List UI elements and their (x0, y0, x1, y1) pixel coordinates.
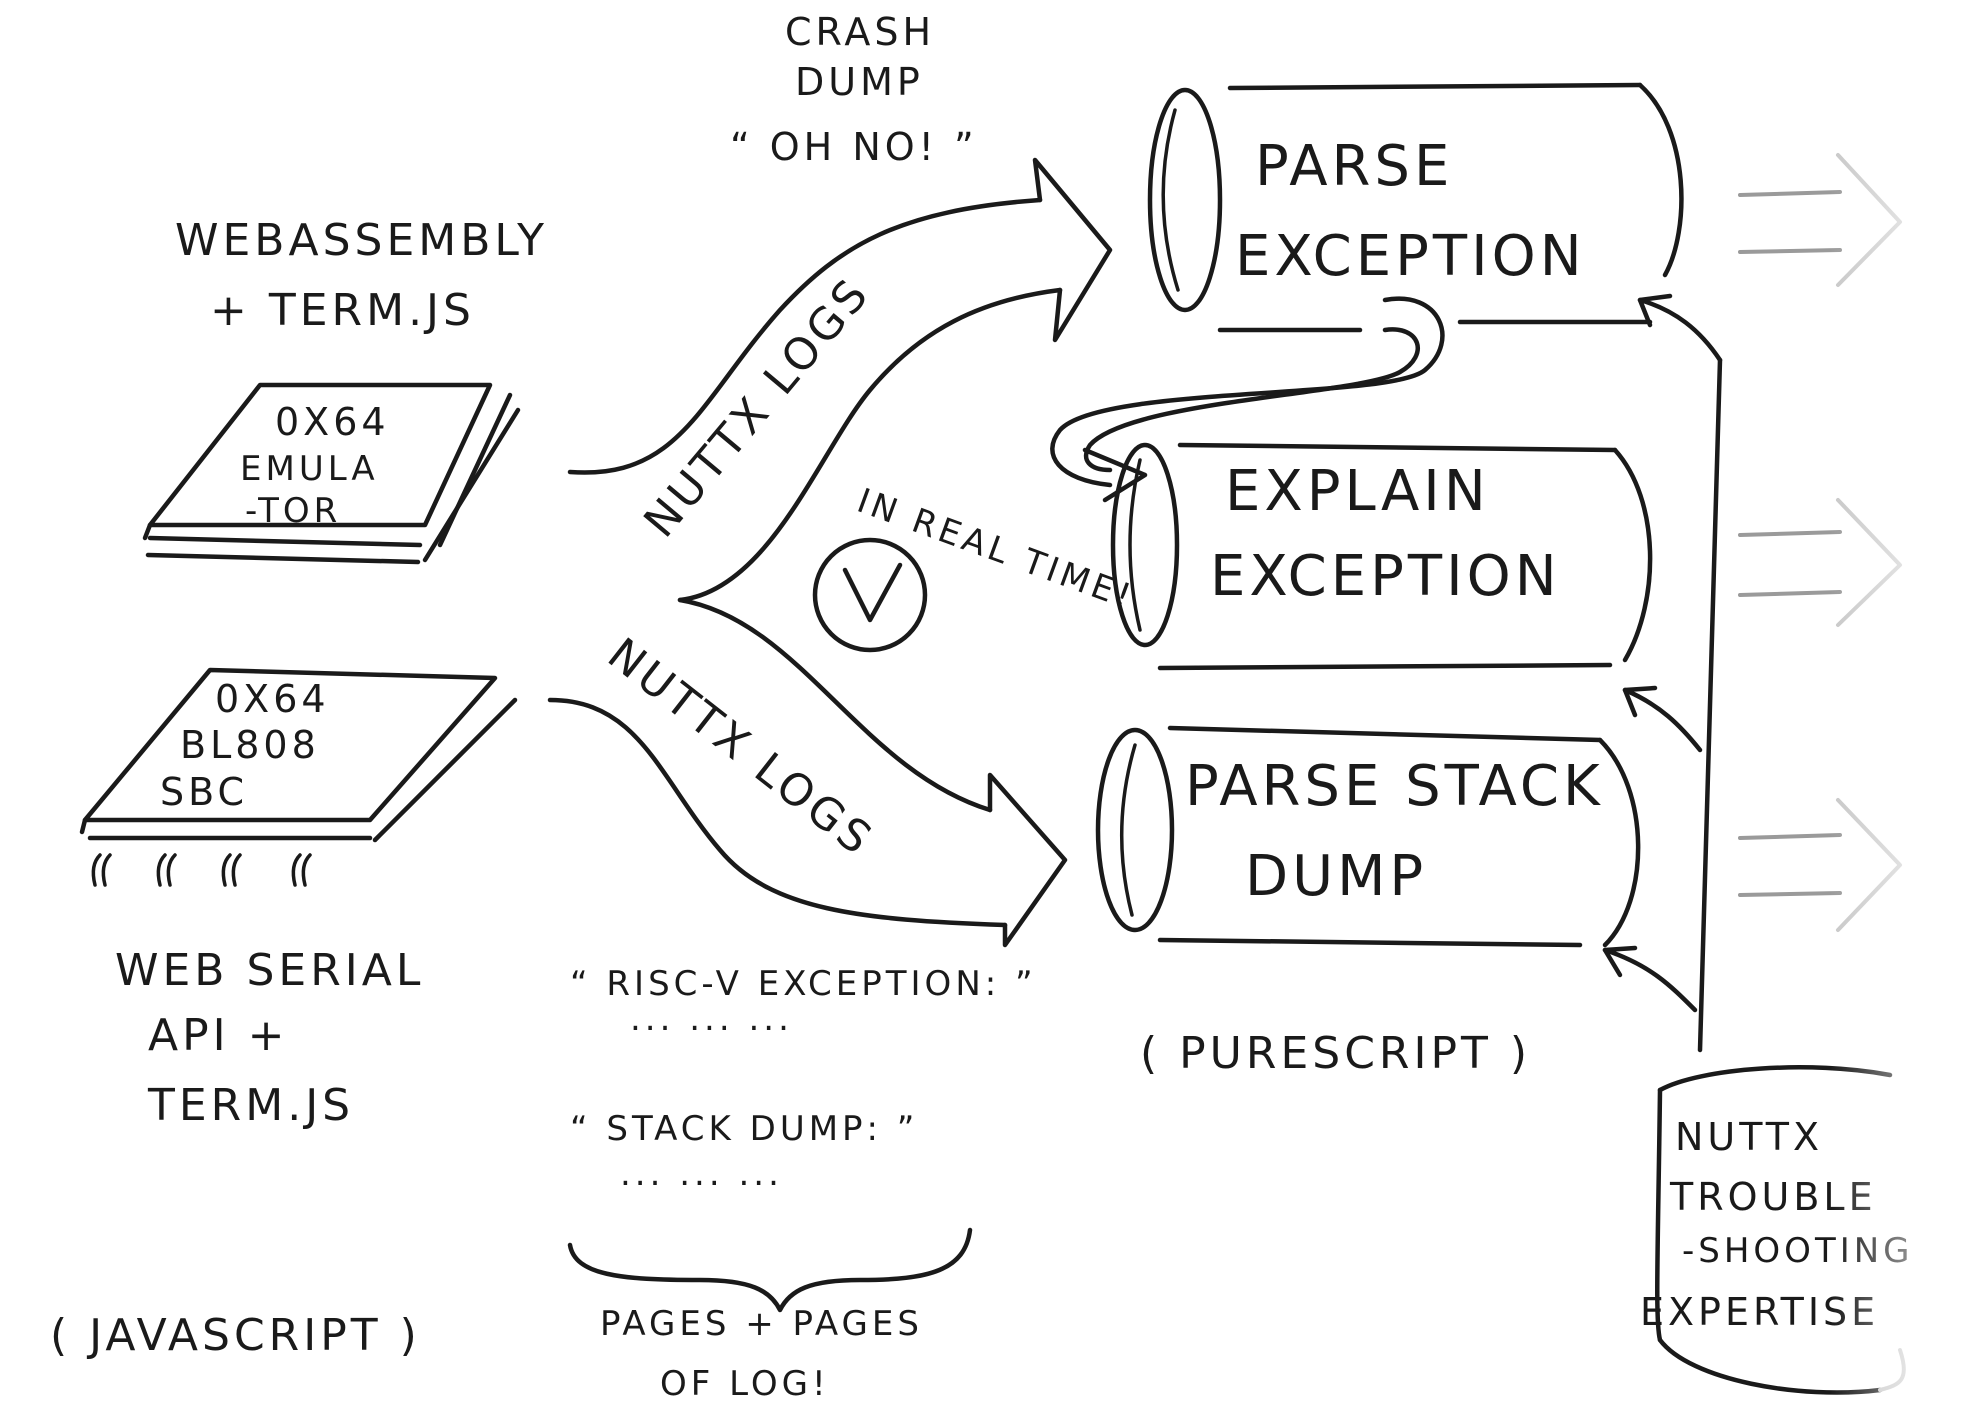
emulator-line-3: -TOR (245, 491, 341, 531)
right-edge-fade (1830, 0, 1988, 1418)
web-serial-line-2: API + (148, 1010, 288, 1061)
nuttx-logs-arrow-bottom: NUTTX LOGS (547, 597, 1068, 948)
parse-exception-line-1: PARSE (1255, 134, 1453, 199)
chip-board-icon (142, 382, 521, 565)
crash-dump-line-2: DUMP (795, 60, 924, 104)
webassembly-label: WEBASSEMBLY + TERM.JS (175, 215, 548, 336)
parse-stack-dump-cylinder: PARSE STACK DUMP (1095, 725, 1641, 948)
sbc-line-3: SBC (160, 770, 248, 814)
chip-board-icon (79, 667, 518, 887)
crash-dump-line-1: CRASH (785, 10, 935, 54)
nuttx-logs-top-text: NUTTX LOGS (634, 268, 880, 547)
purescript-label: ( PURESCRIPT ) (1140, 1028, 1531, 1079)
clock-icon (812, 537, 928, 653)
explain-exception-line-1: EXPLAIN (1225, 459, 1490, 524)
web-serial-line-3: TERM.JS (147, 1080, 354, 1131)
sbc-board: 0X64 BL808 SBC (79, 667, 518, 887)
risc-v-exception-quote: “ RISC-V EXCEPTION: ” (570, 964, 1037, 1004)
parse-stack-dump-line-1: PARSE STACK (1185, 754, 1604, 819)
explain-exception-line-2: EXCEPTION (1210, 544, 1561, 609)
nuttx-logs-bottom-text: NUTTX LOGS (598, 628, 883, 866)
parse-exception-cylinder: PARSE EXCEPTION (1147, 82, 1684, 333)
pages-line-1: PAGES + PAGES (600, 1304, 923, 1344)
emulator-line-1: 0X64 (275, 400, 390, 444)
troubleshoot-line-1: NUTTX (1675, 1115, 1823, 1159)
parse-stack-dump-line-2: DUMP (1245, 844, 1427, 909)
web-serial-line-1: WEB SERIAL (115, 945, 424, 996)
webassembly-line-2: + TERM.JS (210, 285, 475, 336)
stack-dump-quote: “ STACK DUMP: ” (570, 1109, 918, 1149)
nuttx-logs-arrow-top: NUTTX LOGS (567, 157, 1113, 603)
web-serial-label: WEB SERIAL API + TERM.JS (115, 945, 424, 1131)
sbc-line-1: 0X64 (215, 677, 330, 721)
emulator-board: 0X64 EMULA -TOR (142, 382, 521, 565)
sbc-line-2: BL808 (180, 723, 320, 767)
parse-exception-line-2: EXCEPTION (1235, 224, 1586, 289)
curly-brace (567, 1227, 973, 1313)
crash-dump-label: CRASH DUMP “ OH NO! ” (730, 10, 978, 169)
connector-curve (1050, 296, 1445, 488)
javascript-label: ( JAVASCRIPT ) (50, 1310, 421, 1361)
in-real-time-text: IN REAL TIME! (852, 481, 1140, 618)
oh-no-quote: “ OH NO! ” (730, 125, 978, 169)
log-snippets: “ RISC-V EXCEPTION: ” ... ... ... “ STAC… (567, 964, 1037, 1404)
dots-line-1: ... ... ... (630, 999, 793, 1039)
explain-exception-cylinder: EXPLAIN EXCEPTION (1110, 442, 1653, 671)
feedback-arrows (1602, 293, 1723, 1053)
pages-line-2: OF LOG! (660, 1364, 830, 1404)
realtime-indicator: IN REAL TIME! (812, 481, 1140, 653)
dots-line-2: ... ... ... (620, 1154, 783, 1194)
connector-curve-inner (1083, 327, 1420, 473)
webassembly-line-1: WEBASSEMBLY (175, 215, 548, 266)
emulator-line-2: EMULA (240, 449, 379, 489)
